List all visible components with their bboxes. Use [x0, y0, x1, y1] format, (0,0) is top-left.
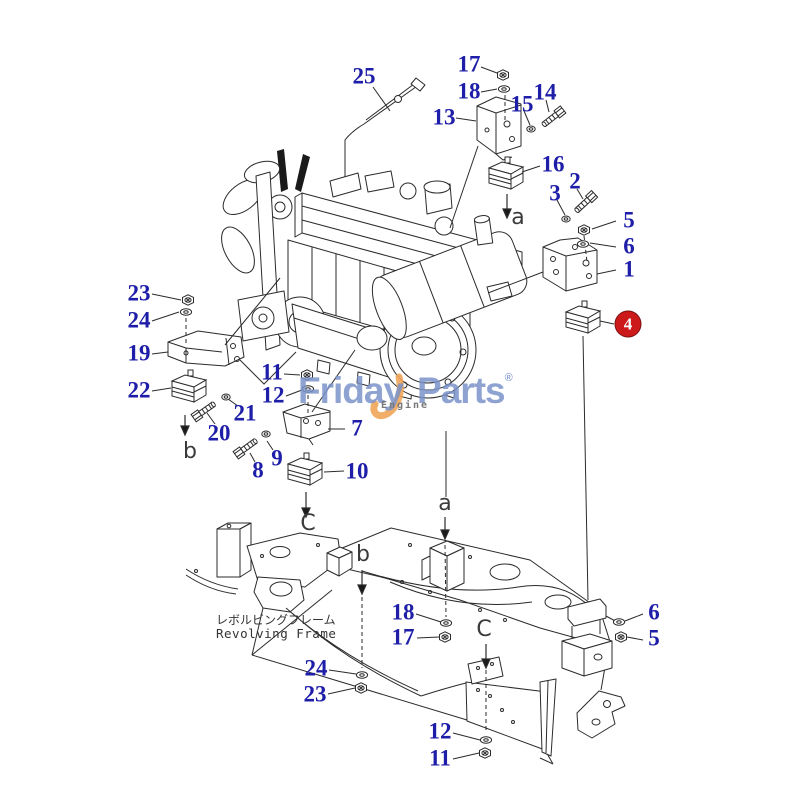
nut-17-bottom: [439, 631, 451, 643]
washer-6-top: [576, 240, 590, 248]
callout-14[interactable]: 14: [533, 79, 557, 105]
callout-2[interactable]: 2: [569, 168, 581, 194]
callout-10[interactable]: 10: [345, 458, 369, 484]
position-marker-a: a: [511, 205, 525, 230]
revolving-frame-label: レボルビングフレーム Revolving Frame: [216, 614, 336, 640]
callout-11[interactable]: 11: [429, 745, 451, 771]
nut-23-bottom: [355, 682, 367, 694]
callout-15[interactable]: 15: [510, 91, 534, 117]
callout-1[interactable]: 1: [623, 256, 635, 282]
fridayparts-watermark: Friday Parts®: [298, 372, 528, 409]
washer-18-top: [497, 85, 511, 93]
callout-22[interactable]: 22: [127, 377, 151, 403]
bracket-19: [167, 330, 245, 367]
washer-15: [526, 125, 536, 133]
washer-12-bottom: [479, 736, 493, 744]
washer-21: [221, 393, 231, 401]
logo-swoosh: [370, 373, 404, 420]
callout-3[interactable]: 3: [549, 180, 561, 206]
position-marker-C: C: [476, 617, 492, 642]
washer-18-bottom: [439, 619, 453, 627]
washer-24-left: [179, 308, 193, 316]
mount-22: [171, 369, 207, 403]
callout-13[interactable]: 13: [432, 104, 456, 130]
callout-leader-lines: [151, 66, 644, 760]
bolt-2: [572, 190, 599, 216]
nut-5-bottom: [615, 631, 627, 643]
callout-11[interactable]: 11: [261, 359, 283, 385]
callout-23[interactable]: 23: [127, 280, 151, 306]
callout-16[interactable]: 16: [541, 151, 565, 177]
bolt-8: [232, 436, 260, 460]
position-marker-b: b: [356, 542, 370, 567]
logo-subtitle: Engine: [380, 400, 430, 411]
callout-18[interactable]: 18: [391, 599, 415, 625]
bracket-1: [542, 237, 598, 292]
callout-23[interactable]: 23: [303, 681, 327, 707]
callout-12[interactable]: 12: [428, 718, 452, 744]
callout-17[interactable]: 17: [391, 624, 415, 650]
callout-25[interactable]: 25: [352, 63, 376, 89]
position-marker-b: b: [183, 439, 197, 464]
frame-label-english: Revolving Frame: [216, 625, 337, 641]
registered-mark: ®: [504, 372, 513, 384]
nut-23-left: [182, 294, 194, 306]
mount-16: [488, 156, 524, 190]
washer-24-bottom: [355, 671, 369, 679]
direction-arrows: [180, 194, 512, 670]
callout-5[interactable]: 5: [623, 207, 635, 233]
logo-text-parts: Parts: [417, 370, 506, 411]
logo-text-friday: Friday: [298, 370, 404, 411]
position-marker-C: C: [300, 511, 316, 536]
nut-5-top: [578, 224, 590, 236]
mount-4: [565, 300, 601, 334]
assembly-dashed-lines: [185, 95, 588, 733]
washer-3: [561, 215, 571, 223]
washer-9: [261, 430, 271, 438]
bolt-20: [190, 399, 218, 423]
callout-17[interactable]: 17: [457, 51, 481, 77]
part-connection-lines: [224, 145, 618, 623]
callout-4-highlighted[interactable]: 4: [614, 310, 642, 338]
callout-18[interactable]: 18: [457, 78, 481, 104]
fan-blade-dark: [295, 154, 310, 192]
frame-label-japanese: レボルビングフレーム: [216, 613, 336, 627]
nut-17-top: [497, 69, 509, 81]
callout-24[interactable]: 24: [127, 307, 151, 333]
callout-9[interactable]: 9: [271, 445, 283, 471]
position-marker-a: a: [438, 491, 452, 516]
bracket-7: [282, 403, 331, 446]
callout-5[interactable]: 5: [648, 625, 660, 651]
callout-7[interactable]: 7: [351, 415, 363, 441]
washer-6-bottom: [612, 618, 626, 626]
callout-19[interactable]: 19: [127, 340, 151, 366]
callout-24[interactable]: 24: [304, 655, 328, 681]
bolt-14: [539, 105, 567, 130]
callout-6[interactable]: 6: [623, 233, 635, 259]
callout-21[interactable]: 21: [233, 400, 257, 426]
nut-11-bottom: [479, 747, 491, 759]
callout-8[interactable]: 8: [252, 457, 264, 483]
callout-6[interactable]: 6: [648, 599, 660, 625]
muffler: [371, 231, 528, 340]
engine-illustration: [221, 77, 528, 400]
callout-12[interactable]: 12: [261, 382, 285, 408]
mount-10: [287, 452, 323, 486]
fan-blade-dark: [277, 149, 288, 192]
callout-20[interactable]: 20: [207, 420, 231, 446]
dipstick-part: [344, 77, 426, 183]
bracket-13: [476, 96, 522, 161]
